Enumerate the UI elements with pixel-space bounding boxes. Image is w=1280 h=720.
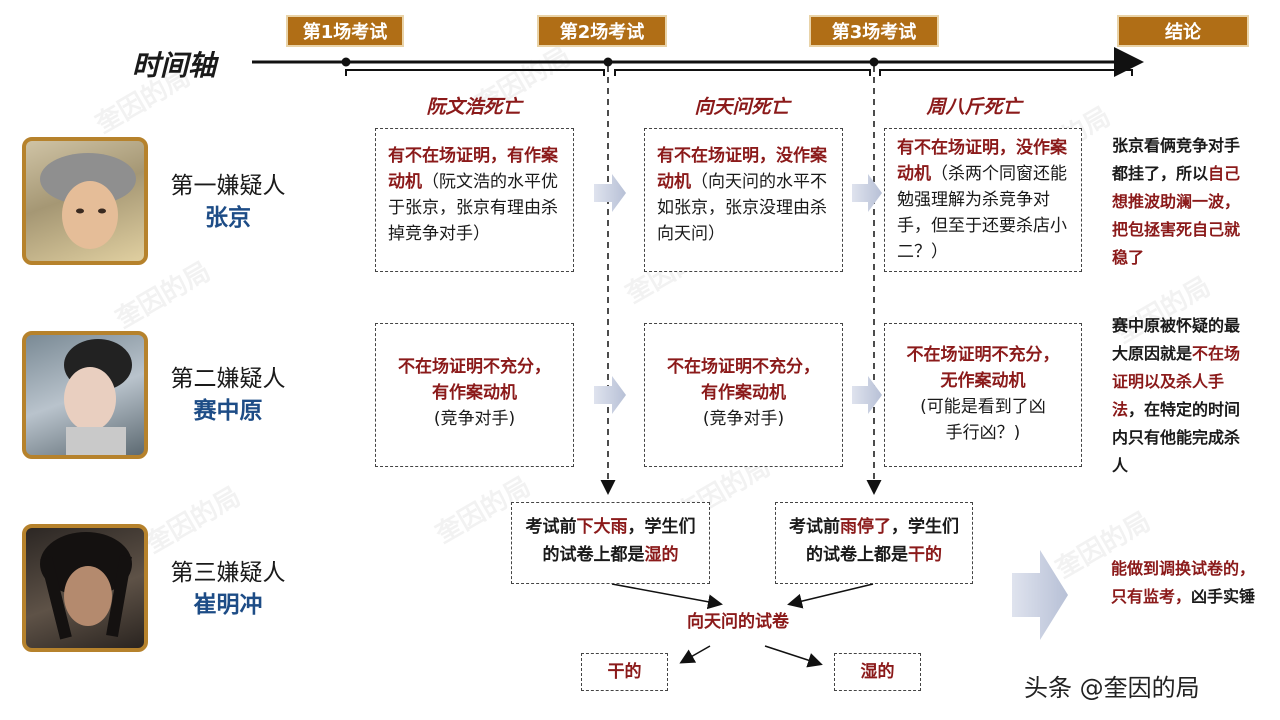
stage-tag-conclusion: 结论 [1117, 15, 1249, 47]
weather-key: 下大雨 [576, 517, 628, 537]
evidence-key: 不在场证明不充分， [906, 345, 1060, 365]
evidence-key: 有作案动机 [432, 383, 517, 403]
timeline-title: 时间轴 [132, 49, 217, 82]
evidence-note: （杀两个同窗还能勉强理解为杀竞争对手，但至于还要杀店小二？） [897, 164, 1067, 262]
connector-arrow [764, 645, 823, 668]
paper-title: 向天问的试卷 [687, 612, 789, 632]
weather-box-right: 考试前雨停了，学生们的试卷上都是干的 [775, 502, 973, 584]
connector-arrow [611, 583, 723, 610]
evidence-box: 有不在场证明，有作案动机（阮文浩的水平优于张京，张京有理由杀掉竞争对手） [375, 128, 574, 272]
suspect-rank: 第一嫌疑人 [170, 173, 286, 199]
portrait-icon [40, 532, 132, 640]
conclusion-key: 自己想推波助澜一波，把包拯害死自己就稳了 [1112, 164, 1241, 267]
paper-dry: 干的 [581, 653, 668, 691]
suspect-photo-2 [22, 331, 148, 459]
suspect-name: 张京 [205, 205, 251, 231]
suspect-photo-1 [22, 137, 148, 265]
death-label-2: 向天问死亡 [694, 96, 790, 118]
evidence-key: 无作案动机 [940, 371, 1026, 391]
evidence-box: 不在场证明不充分， 有作案动机 (竞争对手) [375, 323, 574, 467]
weather-key: 雨停了 [840, 517, 891, 537]
timeline-dot [869, 57, 879, 67]
conclusion-text: ，在特定的时间内只有他能完成杀人 [1112, 400, 1241, 475]
suspect-photo-3 [22, 524, 148, 652]
evidence-key: 不在场证明不充分， [667, 357, 820, 377]
conclusion-2: 赛中原被怀疑的最大原因就是不在场证明以及杀人手法，在特定的时间内只有他能完成杀人 [1112, 312, 1254, 480]
timeline-dot [603, 57, 613, 67]
evidence-box: 不在场证明不充分， 有作案动机 (竞争对手) [644, 323, 843, 467]
evidence-note: (竞争对手) [702, 409, 785, 429]
conclusion-text: 赛中原被怀疑的最大原因就是 [1112, 316, 1241, 363]
weather-key: 干的 [908, 545, 942, 565]
conclusion-key: 不在场证明以及杀人手法 [1112, 344, 1241, 419]
portrait-icon [64, 339, 132, 455]
weather-text: 考试前 [789, 517, 840, 537]
stage-tag-3: 第3场考试 [809, 15, 939, 47]
weather-text: ，学生们的试卷上都是 [542, 517, 696, 565]
evidence-note: (可能是看到了凶手行凶？) [920, 397, 1046, 443]
evidence-box: 有不在场证明，没作案动机（向天问的水平不如张京，张京没理由杀向天问） [644, 128, 843, 272]
evidence-box: 有不在场证明，没作案动机（杀两个同窗还能勉强理解为杀竞争对手，但至于还要杀店小二… [884, 128, 1082, 272]
paper-wet: 湿的 [834, 653, 921, 691]
stage-tag-2: 第2场考试 [537, 15, 667, 47]
suspect-name: 崔明冲 [193, 592, 263, 618]
connector-arrow [679, 645, 711, 664]
conclusion-text: 凶手实锤 [1191, 587, 1256, 606]
connector-arrow [787, 583, 874, 609]
suspect-label-3: 第三嫌疑人 崔明冲 [158, 557, 298, 621]
conclusion-arrow [1012, 550, 1068, 640]
timeline-dot [341, 57, 351, 67]
weather-text: ，学生们的试卷上都是 [806, 517, 959, 565]
evidence-key: 有不在场证明，没作案动机 [897, 138, 1067, 184]
flow-arrow [594, 174, 626, 212]
evidence-box: 不在场证明不充分， 无作案动机 (可能是看到了凶手行凶？) [884, 323, 1082, 467]
portrait-icon [40, 153, 136, 249]
suspect-name: 赛中原 [193, 398, 263, 424]
evidence-key: 不在场证明不充分， [398, 357, 551, 377]
evidence-note: （向天问的水平不如张京，张京没理由杀向天问） [657, 172, 827, 244]
suspect-label-2: 第二嫌疑人 赛中原 [158, 363, 298, 427]
flow-arrow [852, 376, 882, 414]
author-signature: 头条 @奎因的局 [1024, 674, 1200, 702]
period-bracket [614, 69, 871, 76]
flow-arrow [594, 376, 626, 414]
conclusion-key: 能做到调换试卷的，只有监考， [1110, 559, 1255, 606]
conclusion-text: 张京看俩竞争对手都挂了，所以 [1112, 136, 1241, 183]
flow-arrow [852, 174, 882, 212]
period-bracket [879, 69, 1133, 76]
period-bracket [345, 69, 605, 76]
suspect-rank: 第三嫌疑人 [170, 560, 286, 586]
weather-key: 湿的 [644, 545, 679, 565]
evidence-note: (竞争对手) [433, 409, 516, 429]
weather-text: 考试前 [525, 517, 577, 537]
evidence-key: 有不在场证明，没作案动机 [657, 146, 827, 192]
conclusion-1: 张京看俩竞争对手都挂了，所以自己想推波助澜一波，把包拯害死自己就稳了 [1112, 132, 1254, 272]
evidence-key: 有作案动机 [701, 383, 786, 403]
suspect-rank: 第二嫌疑人 [170, 366, 286, 392]
evidence-key: 有不在场证明，有作案动机 [388, 146, 558, 192]
death-label-1: 阮文浩死亡 [426, 96, 522, 118]
death-label-3: 周八斤死亡 [926, 96, 1022, 118]
evidence-note: （阮文浩的水平优于张京，张京有理由杀掉竞争对手） [388, 172, 558, 244]
suspect-label-1: 第一嫌疑人 张京 [158, 170, 298, 234]
weather-box-left: 考试前下大雨，学生们的试卷上都是湿的 [511, 502, 710, 584]
conclusion-3: 能做到调换试卷的，只有监考，凶手实锤 [1108, 555, 1258, 611]
stage-tag-1: 第1场考试 [286, 15, 404, 47]
